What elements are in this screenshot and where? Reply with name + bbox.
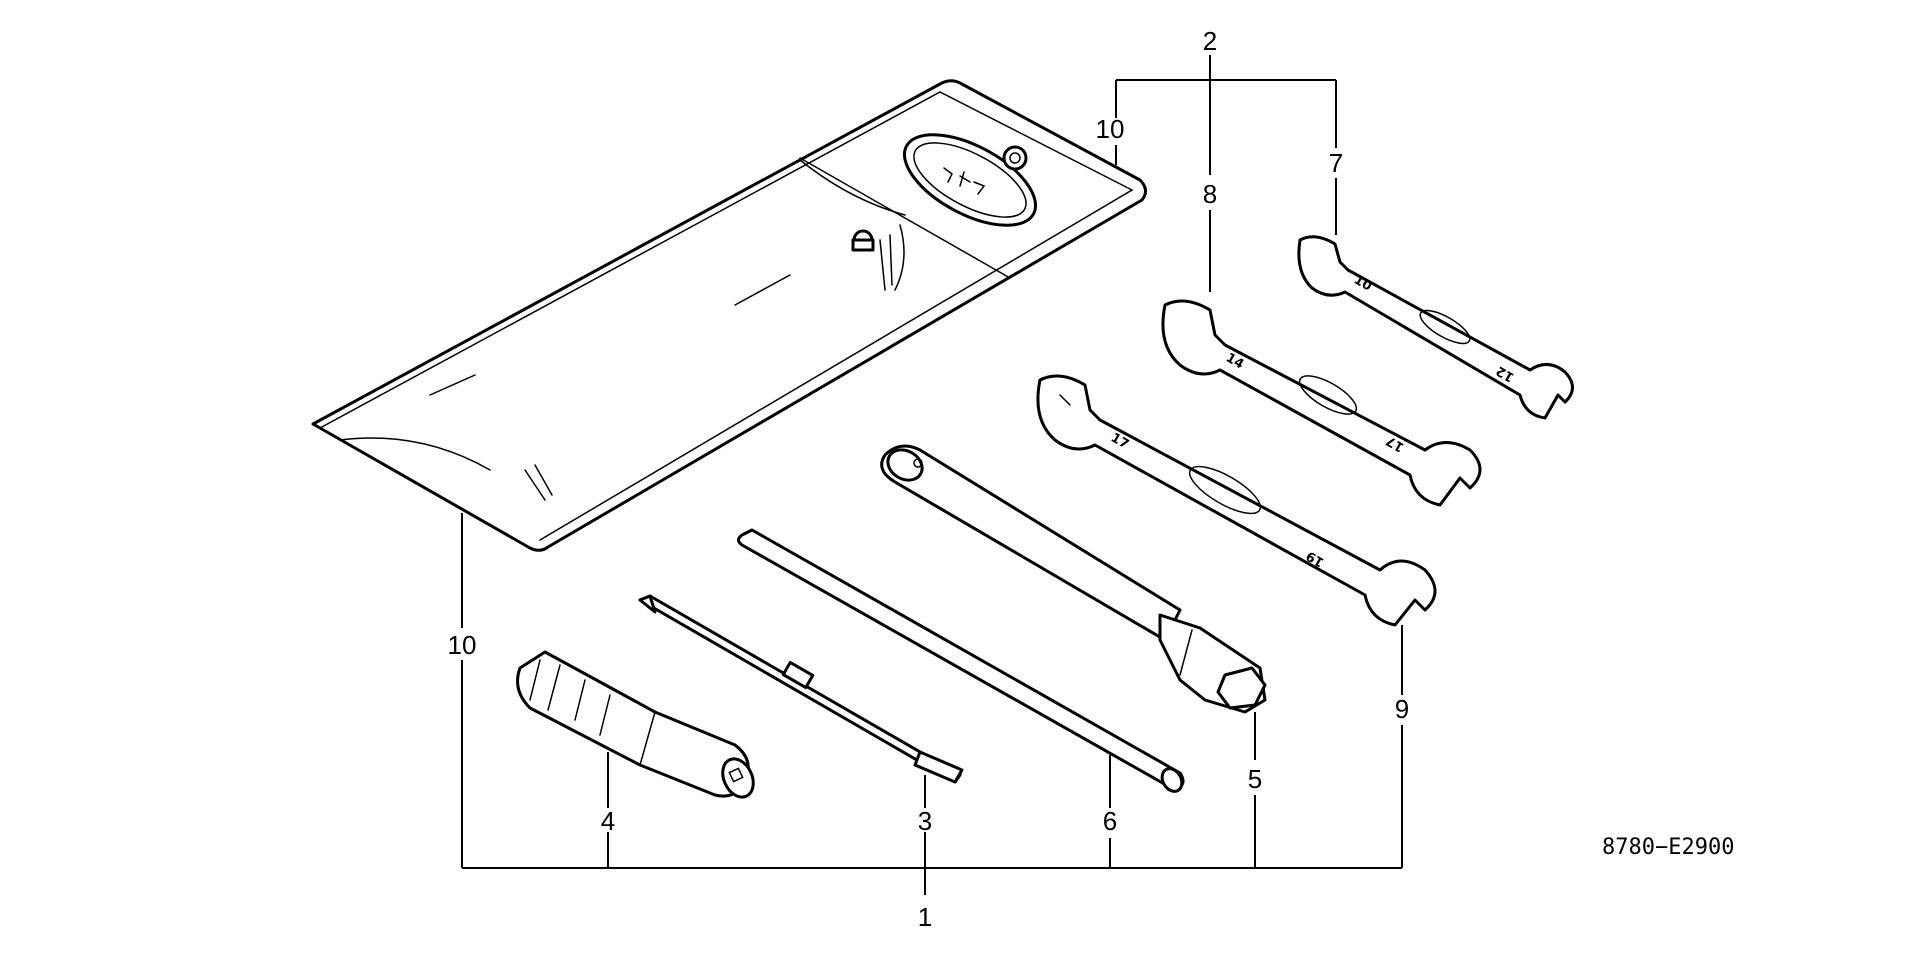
leader-lines: [461, 55, 1403, 895]
callout-8: 8: [1203, 179, 1217, 209]
callout-5: 5: [1248, 764, 1262, 794]
screwdriver-bit-icon: [638, 594, 964, 784]
callout-9: 9: [1395, 694, 1409, 724]
spark-plug-wrench-icon: [880, 444, 1267, 714]
callout-1: 1: [918, 902, 932, 932]
open-end-wrench-icon: 17 19: [1036, 374, 1437, 627]
callout-2: 2: [1203, 26, 1217, 56]
callout-3: 3: [918, 806, 932, 836]
callout-6: 6: [1103, 806, 1117, 836]
open-end-wrench-icon: 10 12: [1297, 235, 1574, 420]
callout-4: 4: [601, 806, 615, 836]
tool-bag-icon: [311, 79, 1147, 552]
screwdriver-handle-icon: [516, 650, 755, 799]
callout-7: 7: [1329, 148, 1343, 178]
diagram-code: 8780−E2900: [1602, 835, 1734, 860]
callout-10-left: 10: [448, 630, 477, 660]
tommy-bar-icon: [737, 528, 1185, 793]
open-end-wrench-icon: 14 17: [1161, 299, 1482, 507]
callout-10-top: 10: [1096, 114, 1125, 144]
